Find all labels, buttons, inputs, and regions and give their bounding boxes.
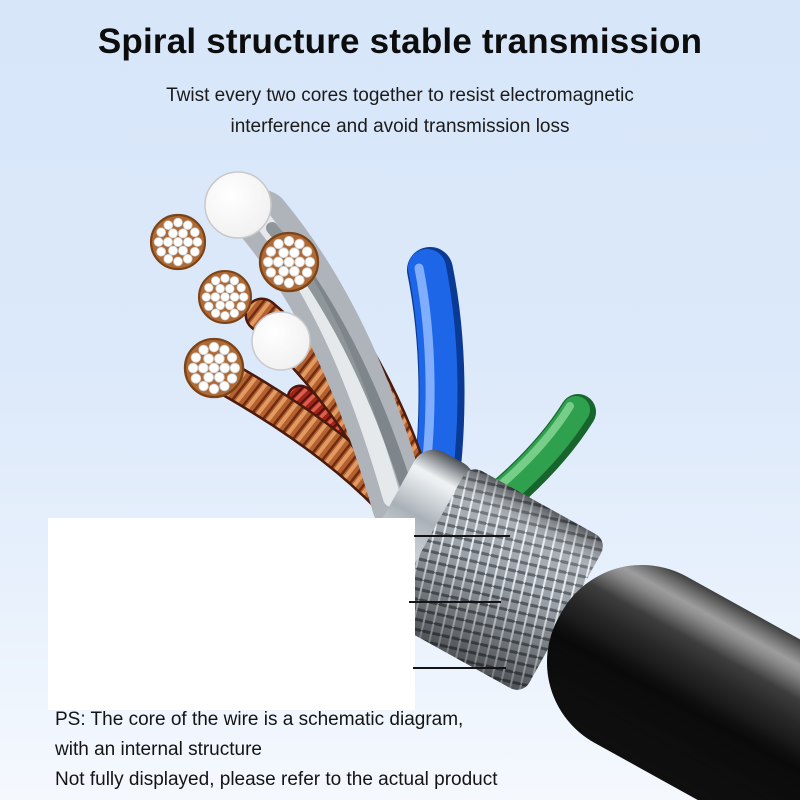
outer-jacket [547,564,800,800]
label-box [48,518,415,710]
stranded-core-end [183,337,245,399]
ps-note-line-3: Not fully displayed, please refer to the… [55,769,498,790]
white-core-end [251,311,311,371]
ps-note: PS: The core of the wire is a schematic … [55,705,755,795]
callout-line-1 [414,535,510,537]
callout-line-3 [413,667,506,669]
ps-note-line-1: PS: The core of the wire is a schematic … [55,709,464,730]
stranded-core-end [258,231,320,293]
braided-shield [389,469,603,690]
white-core-end [204,171,272,239]
callout-line-2 [409,601,501,603]
ps-note-line-2: with an internal structure [55,739,262,760]
stranded-core-end [149,213,207,271]
subtitle-line-1: Twist every two cores together to resist… [166,85,634,106]
core-cut-ends [149,171,320,399]
stranded-core-end [197,269,253,325]
subtitle-line-2: interference and avoid transmission loss [230,116,570,137]
page-title: Spiral structure stable transmission [97,22,703,61]
